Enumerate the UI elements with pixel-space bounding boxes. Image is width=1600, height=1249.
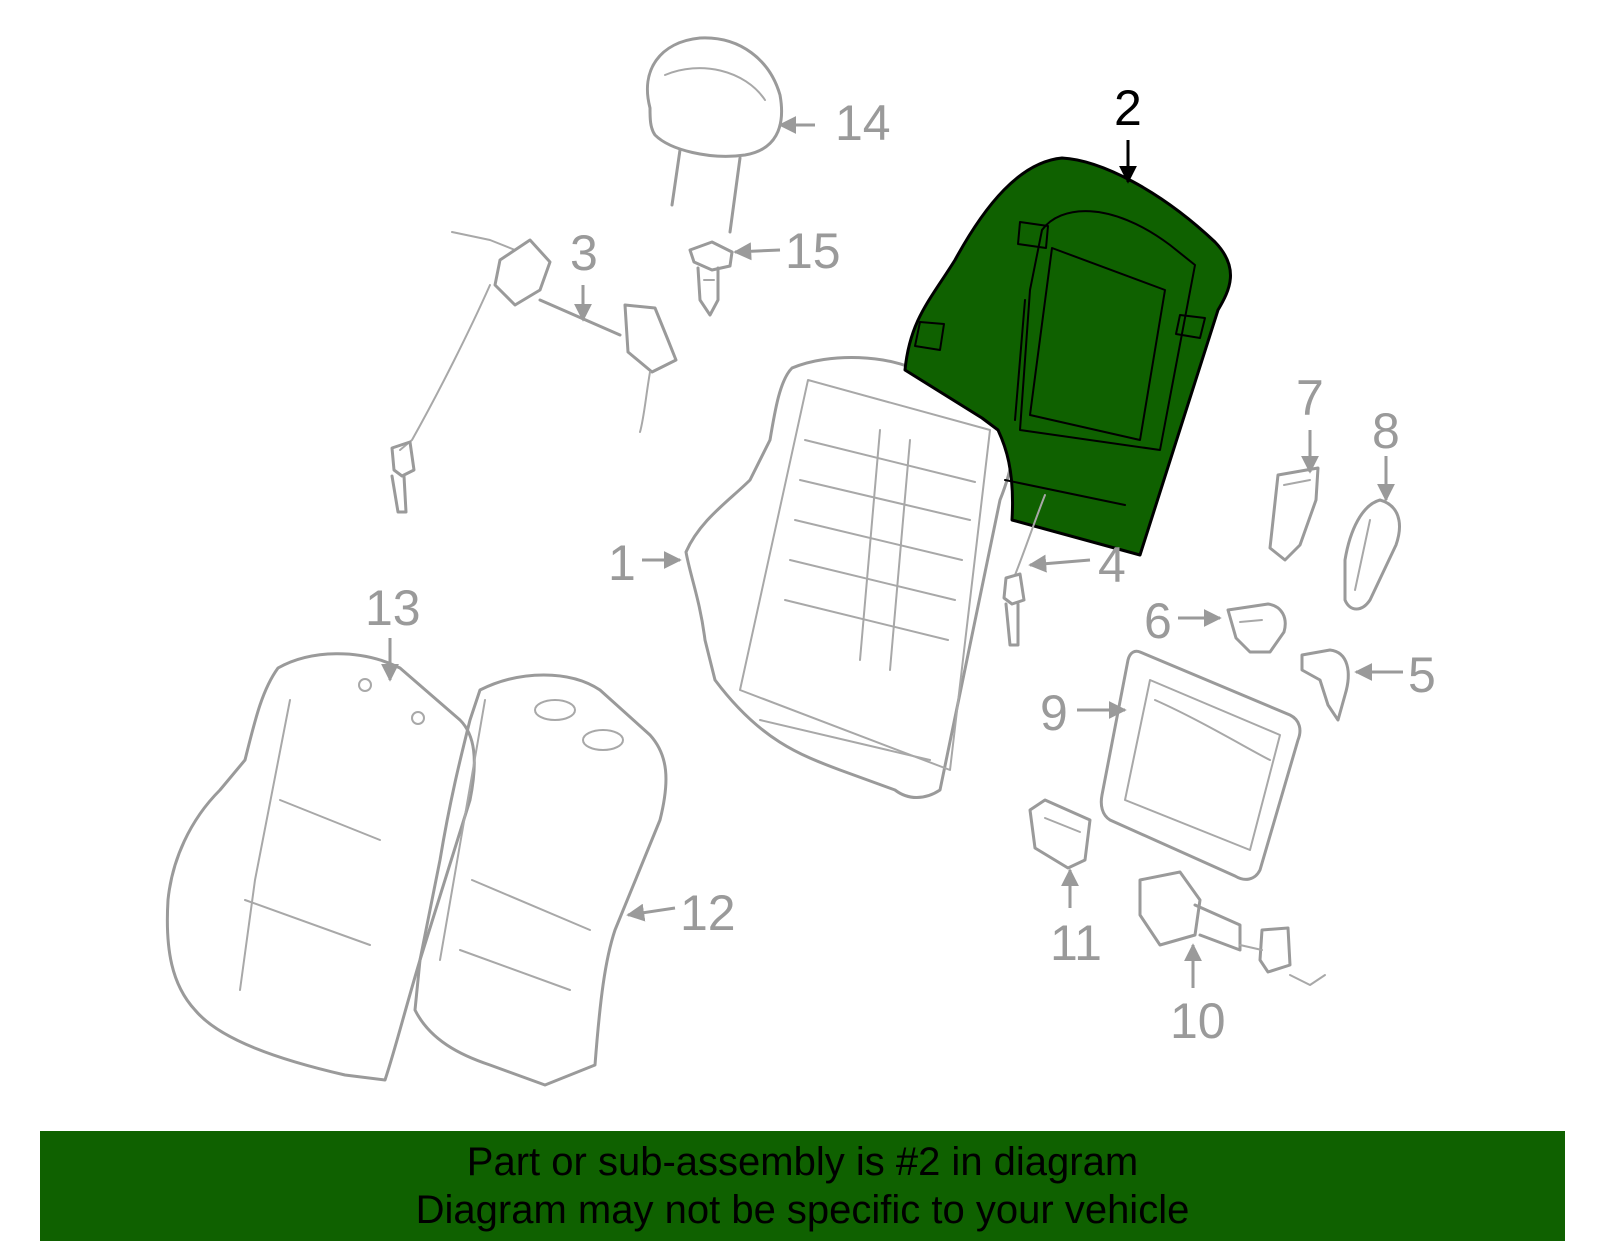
footer-line-1: Part or sub-assembly is #2 in diagram [466, 1140, 1139, 1184]
callout-9: 9 [1040, 685, 1068, 741]
part-12-foam-pad[interactable] [413, 673, 668, 1087]
part-2-backrest-panel[interactable] [903, 156, 1232, 557]
callout-13: 13 [365, 580, 421, 636]
callout-8: 8 [1372, 403, 1400, 459]
callout-11: 11 [1050, 915, 1102, 971]
callout-2: 2 [1114, 80, 1142, 136]
callout-14: 14 [835, 95, 891, 151]
callout-10: 10 [1170, 993, 1226, 1049]
part-7-trim[interactable] [1268, 466, 1320, 562]
callout-15: 15 [785, 223, 841, 279]
callout-4: 4 [1098, 537, 1126, 593]
part-11-switch[interactable] [1028, 798, 1092, 870]
footer-banner: Part or sub-assembly is #2 in diagram Di… [40, 1131, 1565, 1241]
part-9-back-panel[interactable] [1099, 649, 1302, 881]
footer-line-2: Diagram may not be specific to your vehi… [415, 1188, 1190, 1232]
part-13-cover[interactable] [165, 652, 476, 1082]
part-10-motor[interactable] [1138, 870, 1326, 986]
callout-6: 6 [1144, 593, 1172, 649]
part-6-clip[interactable] [1226, 602, 1287, 654]
part-5-clip[interactable] [1300, 648, 1350, 722]
part-3-harness[interactable] [390, 231, 678, 514]
part-1-frame[interactable] [684, 356, 1016, 799]
callout-5: 5 [1408, 647, 1436, 703]
callout-3: 3 [570, 225, 598, 281]
callout-1: 1 [608, 535, 636, 591]
callout-7: 7 [1296, 370, 1324, 426]
part-4-wire[interactable] [1002, 494, 1046, 647]
part-14-headrest[interactable] [645, 36, 784, 234]
part-15-guide[interactable] [688, 240, 734, 317]
callout-12: 12 [680, 885, 736, 941]
part-8-trim[interactable] [1343, 498, 1401, 611]
